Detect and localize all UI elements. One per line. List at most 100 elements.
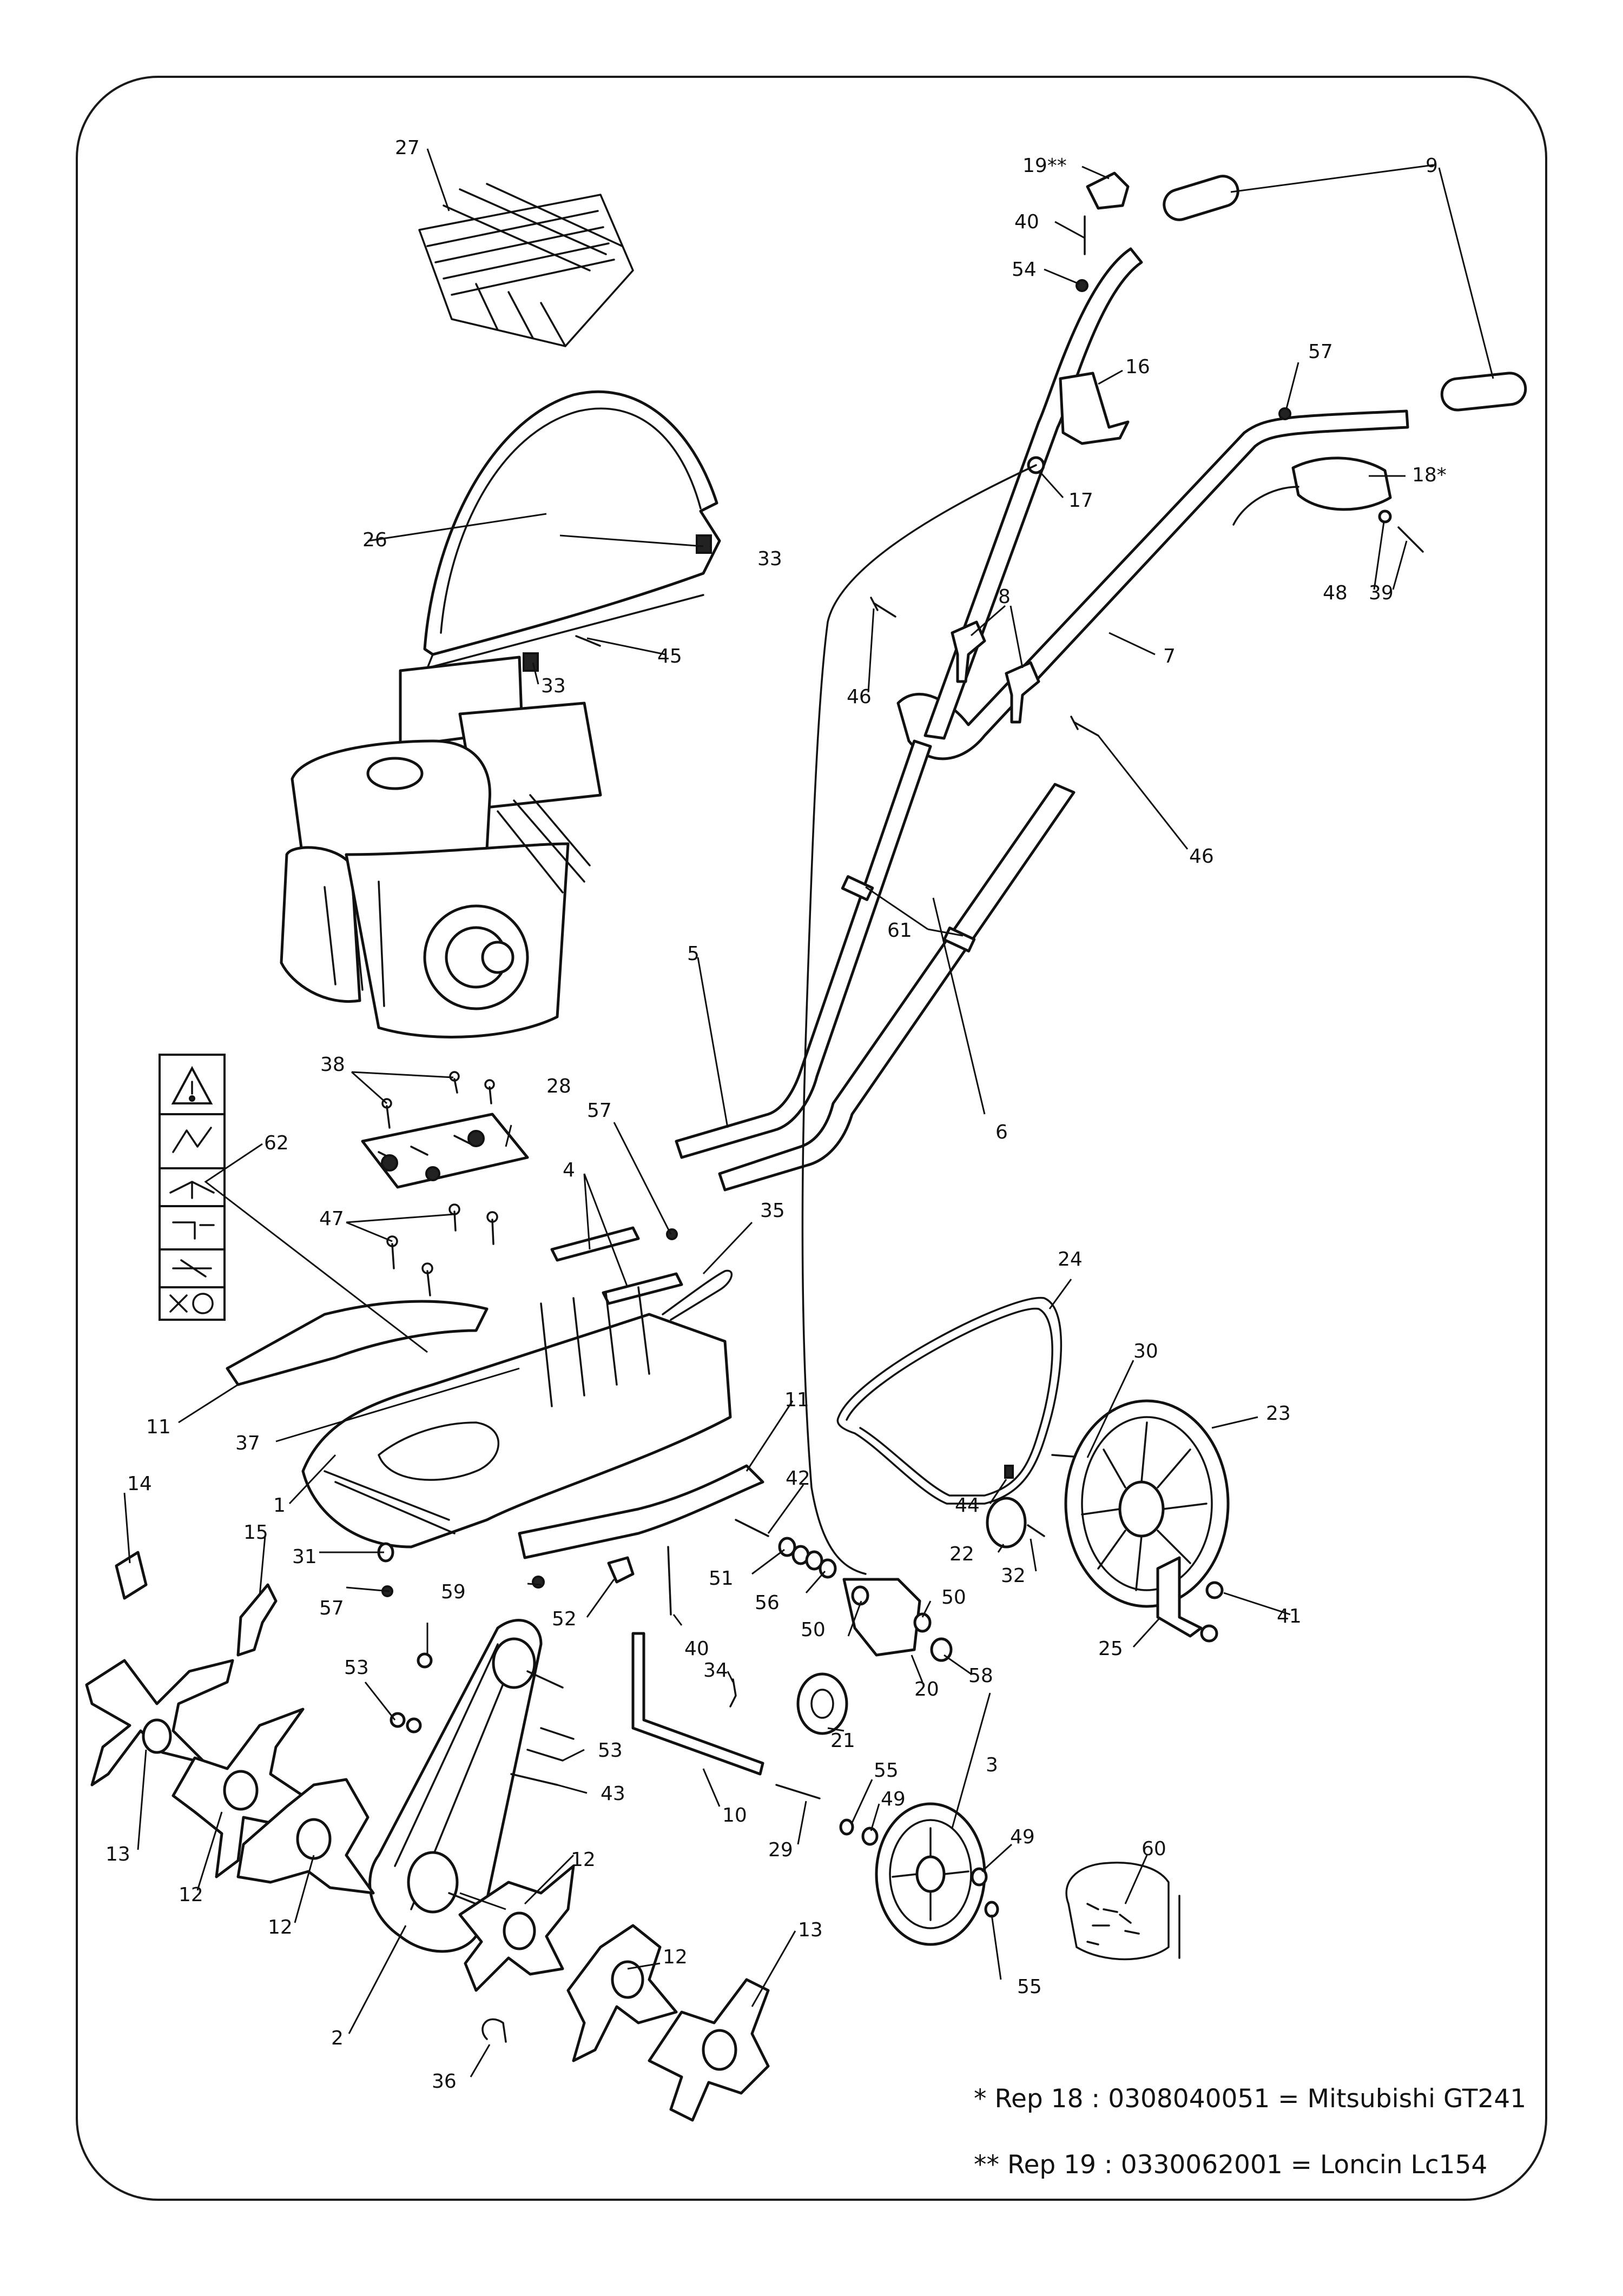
callout-12b: 12 xyxy=(571,1849,596,1871)
callout-labels: 27 19** 9 40 54 16 57 18* 17 26 33 48 39… xyxy=(105,137,1447,2093)
callout-30: 30 xyxy=(1133,1340,1158,1362)
callout-4: 4 xyxy=(563,1159,575,1181)
callout-33a: 33 xyxy=(757,548,782,570)
part-43-bolt xyxy=(510,1773,558,1786)
part-25-bracket xyxy=(1156,1556,1203,1638)
part-55-washer-left xyxy=(839,1818,854,1836)
callout-58: 58 xyxy=(968,1665,993,1687)
callout-37: 37 xyxy=(235,1432,260,1454)
part-62-warning-label xyxy=(159,1054,226,1321)
callout-8: 8 xyxy=(998,586,1011,608)
part-9-grip-upper xyxy=(1163,175,1239,221)
part-1-chassis xyxy=(301,1286,732,1549)
callout-6: 6 xyxy=(995,1121,1008,1143)
part-33-clip-lower xyxy=(523,652,539,672)
part-49-washer-left xyxy=(861,1827,879,1846)
callout-24: 24 xyxy=(1058,1248,1083,1271)
part-50-washer-right xyxy=(913,1612,932,1633)
callout-46a: 46 xyxy=(847,686,872,708)
callout-10: 10 xyxy=(722,1804,747,1827)
callout-40a: 40 xyxy=(1014,211,1039,233)
part-12-tine-d xyxy=(566,1924,678,2062)
part-12-tine-a xyxy=(171,1708,305,1878)
callout-38: 38 xyxy=(320,1054,345,1076)
callout-31: 31 xyxy=(292,1546,317,1568)
callout-16: 16 xyxy=(1125,356,1150,378)
part-6-lower-handle-right xyxy=(718,783,1076,1192)
part-5-lower-handle-left xyxy=(675,739,932,1159)
callout-45: 45 xyxy=(657,645,682,667)
note-rep-18: * Rep 18 : 0308040051 = Mitsubishi GT241 xyxy=(974,2084,1526,2114)
callout-53b: 53 xyxy=(598,1739,623,1762)
part-11-shield-right xyxy=(518,1464,764,1559)
callout-57b: 57 xyxy=(587,1100,612,1122)
part-4-plate-lower xyxy=(602,1272,683,1305)
callout-11a: 11 xyxy=(146,1416,171,1438)
part-19-switch xyxy=(1086,171,1130,210)
part-40-pin xyxy=(667,1546,672,1616)
part-36-clip xyxy=(481,2018,507,2043)
callout-14: 14 xyxy=(127,1473,152,1495)
callout-21: 21 xyxy=(830,1730,855,1752)
callout-54: 54 xyxy=(1012,259,1037,281)
part-27-guard-grid xyxy=(418,183,634,347)
callout-41: 41 xyxy=(1277,1605,1302,1627)
callout-1: 1 xyxy=(273,1494,286,1517)
callout-39: 39 xyxy=(1369,582,1394,604)
part-57-nut-top xyxy=(1278,407,1291,420)
diagram-frame xyxy=(76,76,1547,2201)
part-52-clip xyxy=(607,1556,635,1584)
callout-50a: 50 xyxy=(801,1619,826,1641)
callout-43: 43 xyxy=(601,1783,625,1805)
part-15-blade xyxy=(236,1583,278,1657)
callout-42: 42 xyxy=(786,1467,810,1490)
part-3-wheel xyxy=(875,1802,986,1946)
callout-19: 19** xyxy=(1022,155,1067,177)
callout-12a: 12 xyxy=(179,1884,203,1906)
part-53-bolts xyxy=(390,1652,575,1762)
part-41-bolt-upper xyxy=(1205,1581,1224,1599)
callout-50b: 50 xyxy=(941,1586,966,1609)
callout-46b: 46 xyxy=(1189,845,1214,868)
callout-18: 18* xyxy=(1412,464,1447,486)
callout-59: 59 xyxy=(441,1581,466,1603)
part-13-tine-right xyxy=(648,1978,770,2122)
part-9-grip-lower xyxy=(1440,372,1527,412)
callout-57a: 57 xyxy=(1308,341,1333,363)
part-45-screw xyxy=(575,635,601,647)
part-54-nut xyxy=(1076,279,1088,292)
part-10-axle xyxy=(631,1632,764,1776)
callout-35: 35 xyxy=(760,1200,785,1222)
part-59-nut xyxy=(532,1576,545,1589)
callout-12d: 12 xyxy=(663,1946,688,1968)
part-39-screw xyxy=(1397,526,1424,553)
callout-49b: 49 xyxy=(1010,1826,1035,1848)
callout-55b: 55 xyxy=(1017,1976,1042,1998)
callout-55a: 55 xyxy=(874,1759,899,1782)
callout-13a: 13 xyxy=(105,1843,130,1865)
part-18-switch xyxy=(1291,456,1392,511)
callout-32: 32 xyxy=(1001,1565,1026,1587)
part-58-nut xyxy=(930,1637,953,1662)
part-engine xyxy=(280,656,602,1038)
part-8-knob-right xyxy=(1005,661,1040,724)
part-60-hardware-bag xyxy=(1065,1862,1180,1961)
callout-56: 56 xyxy=(755,1592,780,1614)
callout-20: 20 xyxy=(914,1678,939,1701)
callout-22: 22 xyxy=(949,1543,974,1565)
callout-60: 60 xyxy=(1142,1838,1166,1860)
part-42-bolt xyxy=(735,1519,769,1537)
leader-lines xyxy=(123,148,1494,2077)
part-12-tine-c xyxy=(458,1864,575,1992)
part-56-nuts xyxy=(805,1550,837,1579)
callout-48: 48 xyxy=(1323,582,1348,604)
callout-61: 61 xyxy=(887,919,912,942)
part-33-clip-upper xyxy=(696,534,712,554)
callout-26: 26 xyxy=(362,529,387,551)
note-rep-19: ** Rep 19 : 0330062001 = Loncin Lc154 xyxy=(974,2150,1487,2180)
part-16-throttle-lever xyxy=(1059,372,1130,445)
callout-13b: 13 xyxy=(798,1919,823,1941)
part-14-blade xyxy=(115,1551,148,1600)
part-throttle-cable xyxy=(801,464,1037,1575)
